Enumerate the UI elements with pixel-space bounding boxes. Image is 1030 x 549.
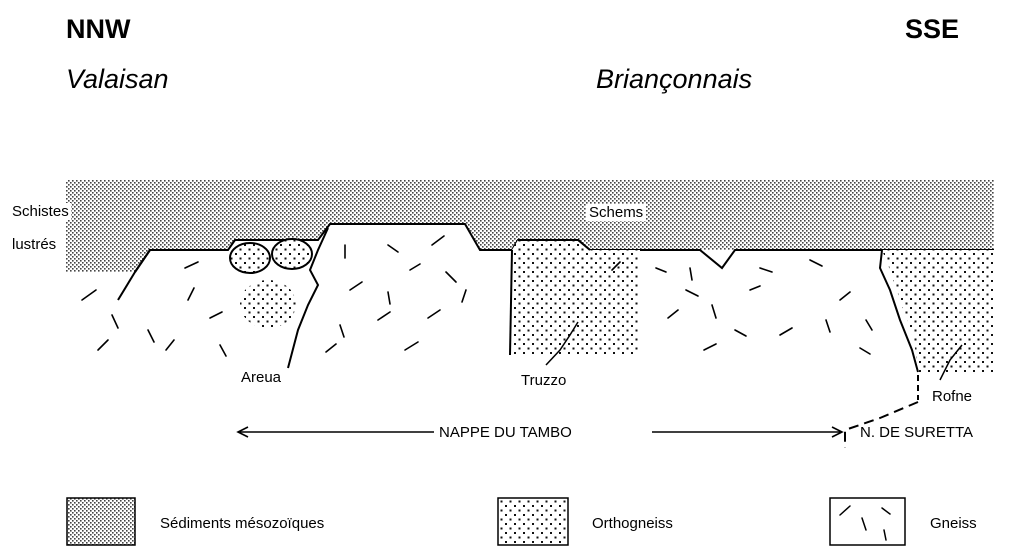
legend-swatch-dashes — [830, 498, 905, 545]
direction-nnw: NNW — [66, 14, 130, 45]
label-truzzo: Truzzo — [521, 372, 566, 389]
truzzo-body — [512, 240, 640, 355]
legend-label-gneiss: Gneiss — [930, 515, 977, 532]
label-rofne: Rofne — [932, 388, 972, 405]
legend-swatch-fine-dots — [67, 498, 135, 545]
legend-swatch-coarse-dots — [498, 498, 568, 545]
label-schistes: Schistes — [10, 203, 71, 220]
areua-lens-1 — [230, 243, 270, 273]
label-schems: Schems — [586, 204, 646, 221]
domain-brianconnais: Briançonnais — [596, 64, 752, 95]
areua-lens-3 — [240, 280, 296, 328]
legend-label-orthogneiss: Orthogneiss — [592, 515, 673, 532]
label-areua: Areua — [241, 369, 281, 386]
rofne-body — [882, 250, 994, 372]
areua-lens-2 — [272, 239, 312, 269]
domain-valaisan: Valaisan — [66, 64, 169, 95]
gneiss-dash-marks — [82, 236, 872, 356]
label-nappe-du-tambo: NAPPE DU TAMBO — [439, 424, 572, 441]
label-n-de-suretta: N. DE SURETTA — [860, 424, 973, 441]
direction-sse: SSE — [905, 14, 959, 45]
legend-label-sediments: Sédiments mésozoïques — [160, 515, 324, 532]
label-lustres: lustrés — [10, 236, 58, 253]
